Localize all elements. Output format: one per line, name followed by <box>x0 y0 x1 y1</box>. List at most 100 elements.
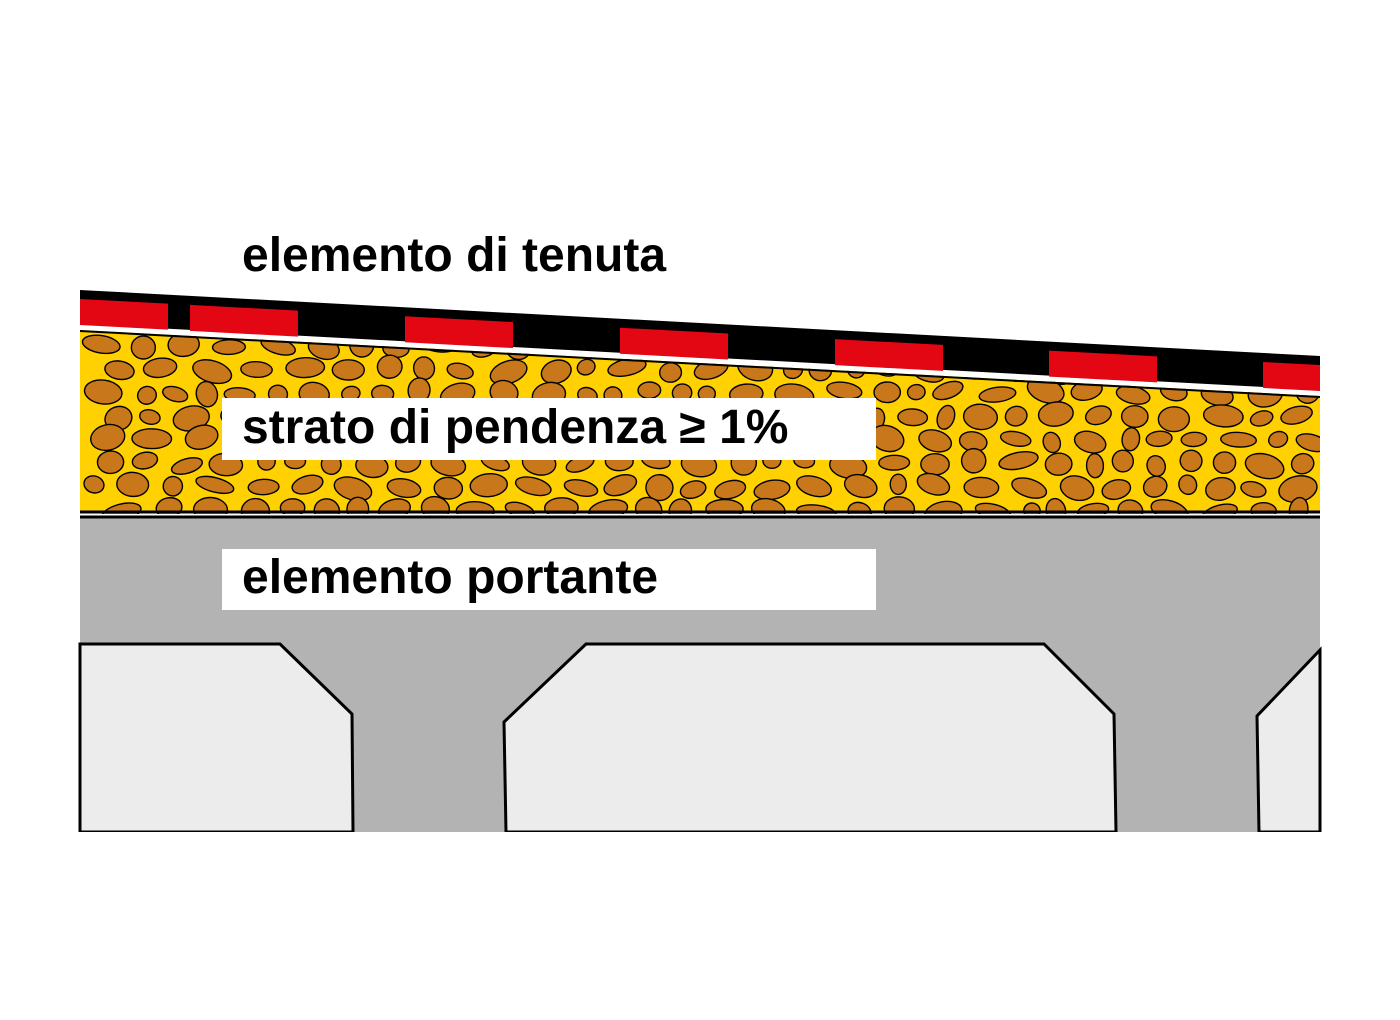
aggregate-pebble <box>936 404 956 430</box>
aggregate-pebble <box>1111 449 1135 473</box>
aggregate-pebble <box>1059 475 1095 502</box>
aggregate-pebble <box>603 474 638 497</box>
aggregate-pebble <box>131 428 173 450</box>
aggregate-pebble <box>873 381 902 404</box>
aggregate-pebble <box>184 424 219 451</box>
aggregate-pebble <box>1042 431 1062 454</box>
aggregate-pebble <box>1320 499 1357 527</box>
aggregate-pebble <box>1244 452 1285 480</box>
membrane-dash <box>1263 361 1320 391</box>
aggregate-pebble <box>1150 499 1189 514</box>
aggregate-pebble <box>1290 452 1315 475</box>
aggregate-pebble <box>1037 401 1074 427</box>
aggregate-pebble <box>1178 474 1198 496</box>
aggregate-pebble <box>634 496 663 514</box>
aggregate-pebble <box>1280 405 1313 425</box>
structure-label-box <box>222 549 876 610</box>
aggregate-pebble <box>469 473 508 498</box>
aggregate-pebble <box>588 498 629 514</box>
aggregate-pebble <box>978 386 1017 403</box>
aggregate-pebble <box>544 497 579 514</box>
aggregate-pebble <box>1121 427 1141 452</box>
aggregate-pebble <box>170 457 204 475</box>
aggregate-pebble <box>83 379 123 405</box>
aggregate-pebble <box>331 359 365 381</box>
membrane-dash <box>190 304 298 337</box>
aggregate-pebble <box>1084 405 1112 426</box>
membrane-dash <box>405 316 513 349</box>
aggregate-pebble <box>195 380 219 408</box>
aggregate-pebble <box>796 475 833 498</box>
membrane-base-line <box>79 330 1321 398</box>
aggregate-pebble <box>998 451 1039 471</box>
aggregate-pebble <box>932 380 964 401</box>
aggregate-pebble <box>192 496 229 514</box>
aggregate-pebble <box>90 423 126 452</box>
aggregate-pebble <box>433 476 464 500</box>
aggregate-pebble <box>962 403 999 431</box>
aggregate-pebble <box>1324 452 1350 475</box>
slope-layer-label: strato di pendenza ≥ 1% <box>242 401 789 454</box>
aggregate-pebble <box>916 472 951 496</box>
waterproofing-label: elemento di tenuta <box>242 229 667 282</box>
membrane-red-dashes <box>80 299 1320 391</box>
aggregate-pebble <box>705 498 744 514</box>
aggregate-pebble <box>378 498 411 514</box>
aggregate-pebble <box>83 475 105 494</box>
aggregate-pebble <box>576 358 596 376</box>
slab-void <box>502 642 1118 834</box>
aggregate-pebble <box>637 381 662 400</box>
aggregate-pebble <box>1011 477 1048 499</box>
aggregate-pebble <box>162 475 184 497</box>
aggregate-pebble <box>920 452 950 476</box>
aggregate-pebble <box>883 496 916 514</box>
aggregate-pebble <box>1145 430 1173 448</box>
aggregate-pebble <box>1324 404 1353 432</box>
aggregate-pebble <box>679 480 707 500</box>
aggregate-pebble <box>504 501 535 514</box>
aggregate-pebble <box>162 385 189 403</box>
aggregate-pebble <box>878 454 911 471</box>
aggregate-pebble <box>1220 431 1257 448</box>
aggregate-pebble <box>130 335 157 360</box>
aggregate-pebble <box>1240 480 1267 498</box>
aggregate-pebble <box>1180 431 1208 448</box>
aggregate-pebble <box>1212 451 1237 475</box>
aggregate-pebble <box>291 474 324 495</box>
aggregate-pebble <box>240 360 273 379</box>
membrane-dash <box>835 339 943 371</box>
aggregate-pebble <box>139 409 161 425</box>
aggregate-pebble <box>1101 478 1132 501</box>
aggregate-pebble <box>211 339 247 356</box>
membrane-dash <box>620 327 728 360</box>
aggregate-pebble <box>116 471 150 498</box>
aggregate-pebble <box>142 357 178 379</box>
aggregate-pebble <box>1085 453 1105 479</box>
aggregate-pebble <box>960 447 987 474</box>
aggregate-pebble <box>1004 405 1028 427</box>
aggregate-pebble <box>1120 404 1149 429</box>
aggregate-pebble <box>906 383 926 401</box>
aggregate-pebble <box>918 429 953 453</box>
aggregate-pebble <box>1142 475 1168 498</box>
aggregate-pebble <box>1044 452 1073 476</box>
aggregate-pebble <box>412 356 436 381</box>
aggregate-pebble <box>540 359 572 385</box>
membrane-under-line <box>79 326 1321 394</box>
aggregate-pebble <box>999 430 1032 447</box>
aggregate-pebble <box>285 356 326 379</box>
aggregate-pebble <box>1205 476 1236 502</box>
structure-label: elemento portante <box>242 551 659 604</box>
aggregate-pebble <box>1157 406 1191 433</box>
aggregate-pebble <box>563 479 599 497</box>
aggregate-pebble <box>1202 404 1244 428</box>
aggregate-pebble <box>658 362 683 383</box>
membrane-dash <box>80 299 168 330</box>
aggregate-pebble <box>1267 430 1289 449</box>
aggregate-pebble <box>386 478 422 499</box>
aggregate-pebble <box>81 334 121 355</box>
aggregate-pebble <box>333 476 373 502</box>
aggregate-pebble <box>446 362 474 380</box>
aggregate-pebble <box>346 496 370 514</box>
